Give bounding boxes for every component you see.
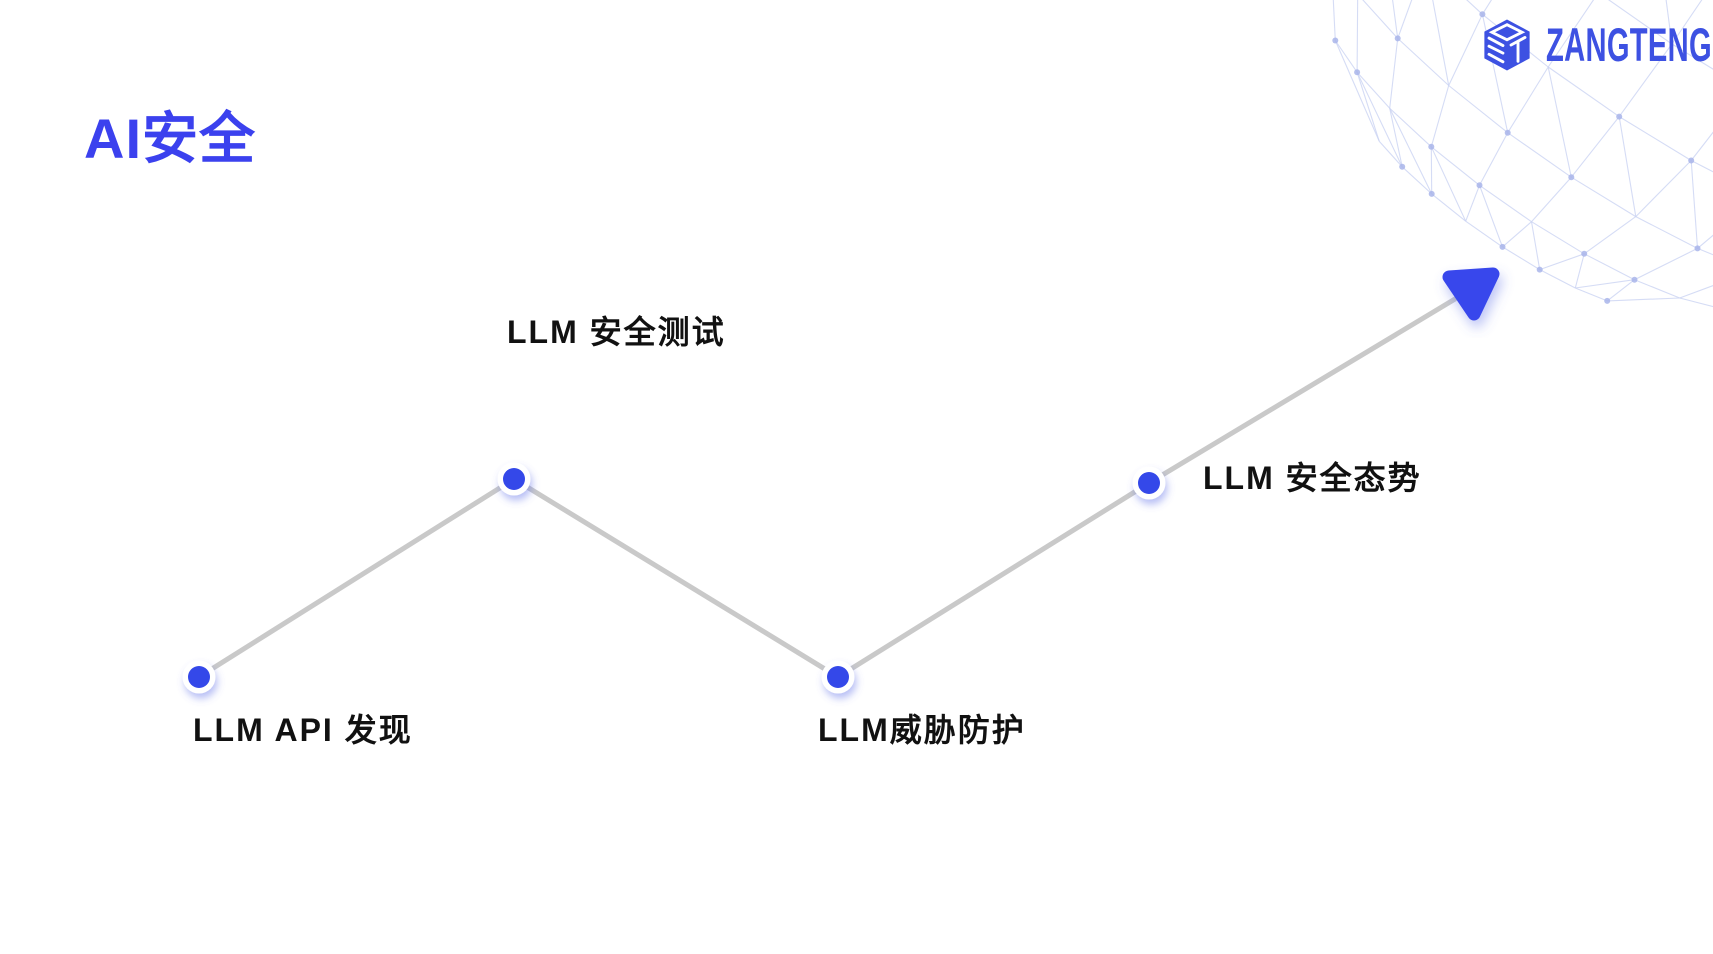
node-label-llm-api-discovery: LLM API 发现 (193, 712, 413, 748)
node-label-llm-security-testing: LLM 安全测试 (507, 314, 726, 350)
milestone-dot-2 (827, 666, 849, 688)
milestone-dot-0 (188, 666, 210, 688)
node-label-llm-threat-protection: LLM威胁防护 (818, 712, 1026, 748)
page-title: AI安全 (84, 106, 256, 170)
milestone-dot-1 (503, 468, 525, 490)
brand-name: ZANGTENG (1546, 18, 1712, 71)
node-label-llm-security-posture: LLM 安全态势 (1203, 460, 1422, 496)
brand-cube-icon (1484, 19, 1530, 71)
milestone-dot-3 (1138, 472, 1160, 494)
roadmap-arrow-icon (1442, 267, 1500, 321)
brand-logo: ZANGTENG (1478, 16, 1713, 74)
globe-mesh-dots (1332, 11, 1701, 304)
